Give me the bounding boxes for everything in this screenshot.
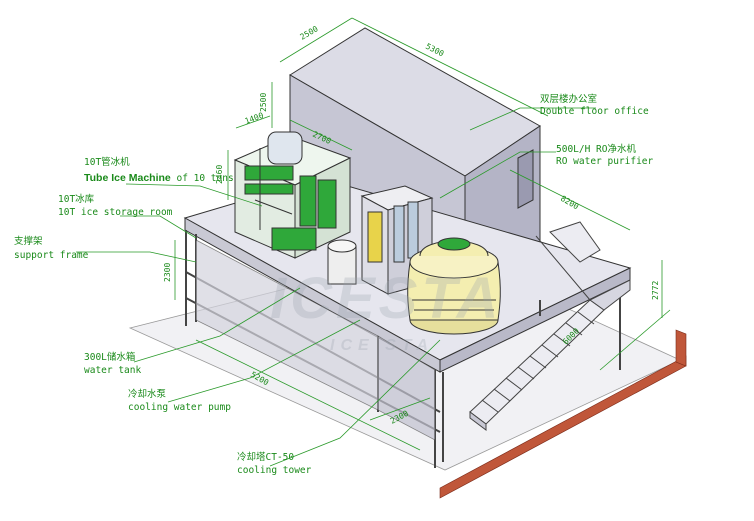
office-label-cn: 双层楼办公室 bbox=[540, 94, 598, 105]
dim-2300: 2300 bbox=[163, 263, 172, 282]
dim-2460: 2460 bbox=[215, 165, 224, 184]
svg-text:ICE STA: ICE STA bbox=[330, 337, 434, 354]
ro-label-cn: 500L/H RO净水机 bbox=[556, 144, 636, 155]
dim-8200: 8200 bbox=[559, 194, 580, 212]
staircase bbox=[469, 221, 631, 431]
tower-label-cn: 冷却塔CT-50 bbox=[237, 452, 295, 463]
dim-2500-v: 2500 bbox=[259, 93, 268, 112]
leader-lines bbox=[76, 107, 596, 467]
tank-label-cn: 300L储水箱 bbox=[84, 352, 136, 363]
cooling-tower bbox=[407, 237, 501, 335]
ro-label-en: RO water purifier bbox=[556, 156, 654, 167]
support-label-cn: 支撑架 bbox=[14, 236, 43, 247]
tank-label-en: water tank bbox=[84, 365, 142, 376]
tower-label-en: cooling tower bbox=[237, 465, 312, 476]
ro-water-purifier bbox=[327, 185, 434, 295]
watermark: ICESTA ICE STA bbox=[270, 266, 502, 354]
brick-curb bbox=[439, 329, 687, 499]
dim-1400: 1400 bbox=[244, 111, 265, 126]
storage-label-en: 10T ice storage room bbox=[58, 207, 173, 218]
tube-ice-label-en: Tube Ice Machine of 10 tons bbox=[84, 172, 234, 185]
tube-ice-label-en-bold: Tube Ice Machine bbox=[84, 172, 171, 184]
storage-label-cn: 10T冰库 bbox=[58, 194, 95, 205]
dimension-lines bbox=[174, 17, 671, 451]
tube-ice-label-en-rest: of 10 tons bbox=[170, 173, 234, 184]
support-label-en: support frame bbox=[14, 250, 89, 261]
pump-label-cn: 冷却水泵 bbox=[128, 389, 167, 400]
tube-ice-machine bbox=[233, 131, 352, 259]
lower-room bbox=[195, 239, 436, 441]
pump-label-en: cooling water pump bbox=[128, 402, 231, 413]
dim-2500: 2500 bbox=[299, 24, 320, 42]
tube-ice-label-cn: 10T管冰机 bbox=[84, 157, 130, 168]
svg-text:ICESTA: ICESTA bbox=[270, 266, 502, 331]
dim-2772: 2772 bbox=[651, 281, 660, 300]
office-label-en: Double floor office bbox=[540, 106, 649, 117]
